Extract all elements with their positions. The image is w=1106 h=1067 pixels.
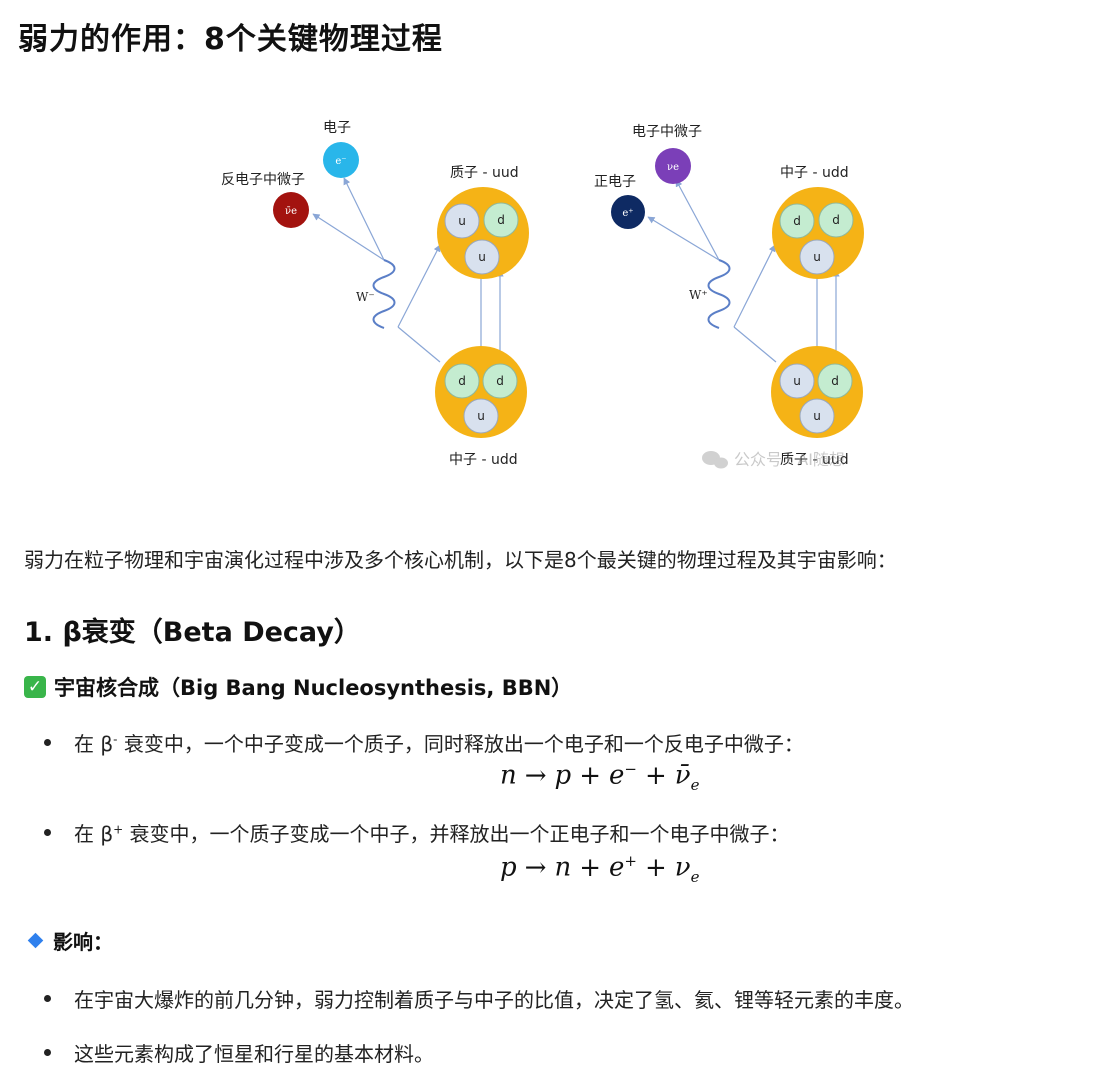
antineutrino-label: 反电子中微子 [221,172,305,188]
electron-symbol: e⁻ [335,156,346,167]
quark-label: d [497,213,505,227]
quark-u [464,239,500,275]
neutrino-symbol: νe [667,162,679,173]
antineutrino-particle [273,192,309,228]
neutron-label: 中子 - udd [449,452,518,468]
list-item: 在 β- 衰变中，一个中子变成一个质子，同时释放出一个电子和一个反电子中微子： [44,728,804,757]
w-minus-boson-wave [372,259,396,329]
sub-heading-text: 宇宙核合成（Big Bang Nucleosynthesis, BBN） [54,676,573,700]
page-title: 弱力的作用：8个关键物理过程 [18,22,443,57]
w-to-positron-arrow [647,216,720,261]
positron-symbol: e⁺ [622,208,633,219]
quark-label: d [496,374,504,388]
quark-u [779,363,815,399]
antineutrino-symbol: ν̄e [285,206,297,217]
beta-plus-equation: p→n+e++νe [500,852,700,886]
electron-particle [323,142,359,178]
w-to-neutron-arrow [733,244,776,328]
quark-label: u [458,214,466,228]
quark-label: d [458,374,466,388]
quark-u [444,203,480,239]
blue-diamond-icon [27,932,44,949]
impact-heading-text: 影响： [53,930,113,954]
sub-heading: ✓ 宇宙核合成（Big Bang Nucleosynthesis, BBN） [24,672,572,702]
quark-label: d [832,213,840,227]
quark-label: d [793,214,801,228]
electron-label: 电子 [323,120,351,136]
w-to-neutrino-arrow [675,179,720,261]
w-to-electron-arrow [343,177,385,261]
bullet-text-sup: - [113,732,118,747]
quark-label: u [813,409,821,423]
impact-bullet-list: 在宇宙大爆炸的前几分钟，弱力控制着质子与中子的比值，决定了氢、氦、锂等轻元素的丰… [44,984,914,1067]
bullet-text-sup: + [113,822,124,837]
decay-bullet-list: 在 β- 衰变中，一个中子变成一个质子，同时释放出一个电子和一个反电子中微子： [44,728,804,757]
quark-d [444,363,480,399]
wechat-icon [702,451,720,465]
quark-u [799,398,835,434]
decay-bullet-list: 在 β+ 衰变中，一个质子变成一个中子，并释放出一个正电子和一个电子中微子： [44,818,790,847]
quark-d [483,202,519,238]
quark-d [482,363,518,399]
neutrino-particle [655,148,691,184]
quark-d [817,363,853,399]
beta-decay-diagram: W⁻ 电子 e⁻ 反电子中微子 ν̄e 质子 - uud u d u d d [0,100,1106,490]
quark-label: u [477,409,485,423]
beta-minus-panel: W⁻ 电子 e⁻ 反电子中微子 ν̄e 质子 - uud u d u d d [221,120,529,468]
quark-u [799,239,835,275]
bullet-text-pre: 在 β [74,822,114,846]
positron-label: 正电子 [594,174,636,190]
w-plus-label: W⁺ [689,288,708,302]
w-plus-boson-wave [707,259,731,329]
neutrino-label: 电子中微子 [632,124,702,140]
bullet-text-post: 衰变中，一个质子变成一个中子，并释放出一个正电子和一个电子中微子： [123,822,790,846]
list-item: 这些元素构成了恒星和行星的基本材料。 [44,1038,914,1067]
proton-to-w-arrow [733,326,777,363]
quark-label: u [478,250,486,264]
watermark-text: 公众号 · AI随想 [734,450,845,469]
w-minus-label: W⁻ [356,290,375,304]
quark-label: d [831,374,839,388]
intro-paragraph: 弱力在粒子物理和宇宙演化过程中涉及多个核心机制，以下是8个最关键的物理过程及其宇… [24,548,897,572]
proton-label: 质子 - uud [780,452,849,468]
beta-minus-equation: n→p+e−+ν̄e [500,760,700,794]
w-to-antineutrino-arrow [312,213,385,261]
w-to-proton-arrow [397,244,441,328]
quark-label: u [813,250,821,264]
proton-label: 质子 - uud [450,165,519,181]
list-item: 在 β+ 衰变中，一个质子变成一个中子，并释放出一个正电子和一个电子中微子： [44,818,790,847]
beta-plus-panel: W⁺ 电子中微子 νe 正电子 e⁺ 中子 - udd d d u u d [594,124,864,468]
quark-d [818,202,854,238]
bullet-text-pre: 在 β [74,732,114,756]
neutron-to-w-arrow [397,326,441,363]
bullet-text-post: 衰变中，一个中子变成一个质子，同时释放出一个电子和一个反电子中微子： [117,732,804,756]
quark-label: u [793,374,801,388]
check-mark-icon: ✓ [24,676,46,698]
neutron-label: 中子 - udd [780,165,849,181]
watermark: 公众号 · AI随想 [702,450,845,469]
quark-u [463,398,499,434]
quark-d [779,203,815,239]
section-heading: 1. β衰变（Beta Decay） [24,617,361,648]
impact-heading: 影响： [27,926,113,955]
list-item: 在宇宙大爆炸的前几分钟，弱力控制着质子与中子的比值，决定了氢、氦、锂等轻元素的丰… [44,984,914,1013]
positron-particle [611,195,645,229]
